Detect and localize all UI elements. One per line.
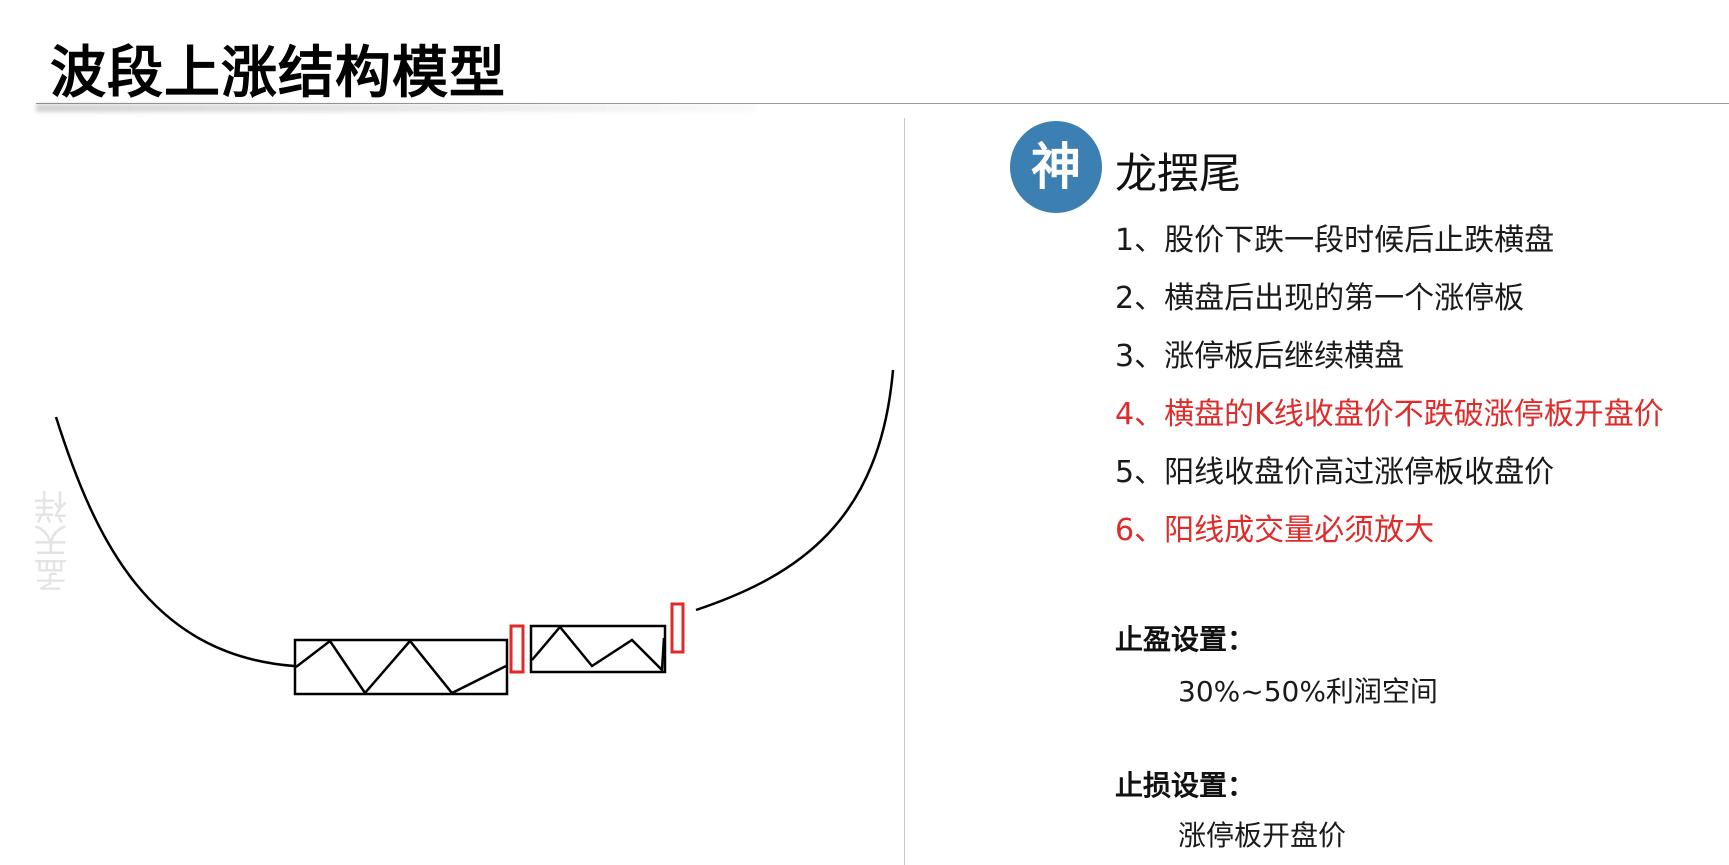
consolidation-box-1 bbox=[293, 638, 509, 696]
limit-up-candle-1 bbox=[509, 624, 525, 674]
uptrend-curve bbox=[695, 369, 895, 612]
take-profit-label: 止盈设置： bbox=[1115, 623, 1256, 656]
downtrend-curve bbox=[54, 416, 295, 668]
rule-item-highlight: 4、横盘的K线收盘价不跌破涨停板开盘价 bbox=[1115, 397, 1664, 432]
title-divider bbox=[36, 103, 1729, 104]
column-divider bbox=[904, 118, 905, 865]
strategy-name: 龙摆尾 bbox=[1115, 149, 1242, 198]
rule-list: 1、股价下跌一段时候后止跌横盘 2、横盘后出现的第一个涨停板 3、涨停板后继续横… bbox=[1115, 212, 1664, 560]
rule-item-highlight: 6、阳线成交量必须放大 bbox=[1115, 513, 1435, 548]
stop-loss-label: 止损设置： bbox=[1115, 769, 1256, 802]
rule-item: 5、阳线收盘价高过涨停板收盘价 bbox=[1115, 455, 1555, 490]
slide-title: 波段上涨结构模型 bbox=[50, 41, 506, 106]
consolidation-zigzag-2 bbox=[531, 625, 666, 673]
strategy-badge-icon: 神 bbox=[1010, 121, 1102, 213]
rule-item: 3、涨停板后继续横盘 bbox=[1115, 339, 1405, 374]
limit-up-candle-2 bbox=[670, 602, 685, 654]
stop-loss-value: 涨停板开盘价 bbox=[1178, 819, 1347, 852]
watermark: 孟天祥 bbox=[34, 490, 74, 592]
title-divider-shadow bbox=[36, 104, 756, 112]
pattern-diagram bbox=[54, 369, 895, 696]
take-profit-value: 30%~50%利润空间 bbox=[1178, 675, 1438, 708]
rule-item: 1、股价下跌一段时候后止跌横盘 bbox=[1115, 223, 1555, 258]
rule-item: 2、横盘后出现的第一个涨停板 bbox=[1115, 281, 1525, 316]
consolidation-zigzag-1 bbox=[295, 639, 507, 696]
consolidation-box-2 bbox=[529, 624, 667, 674]
